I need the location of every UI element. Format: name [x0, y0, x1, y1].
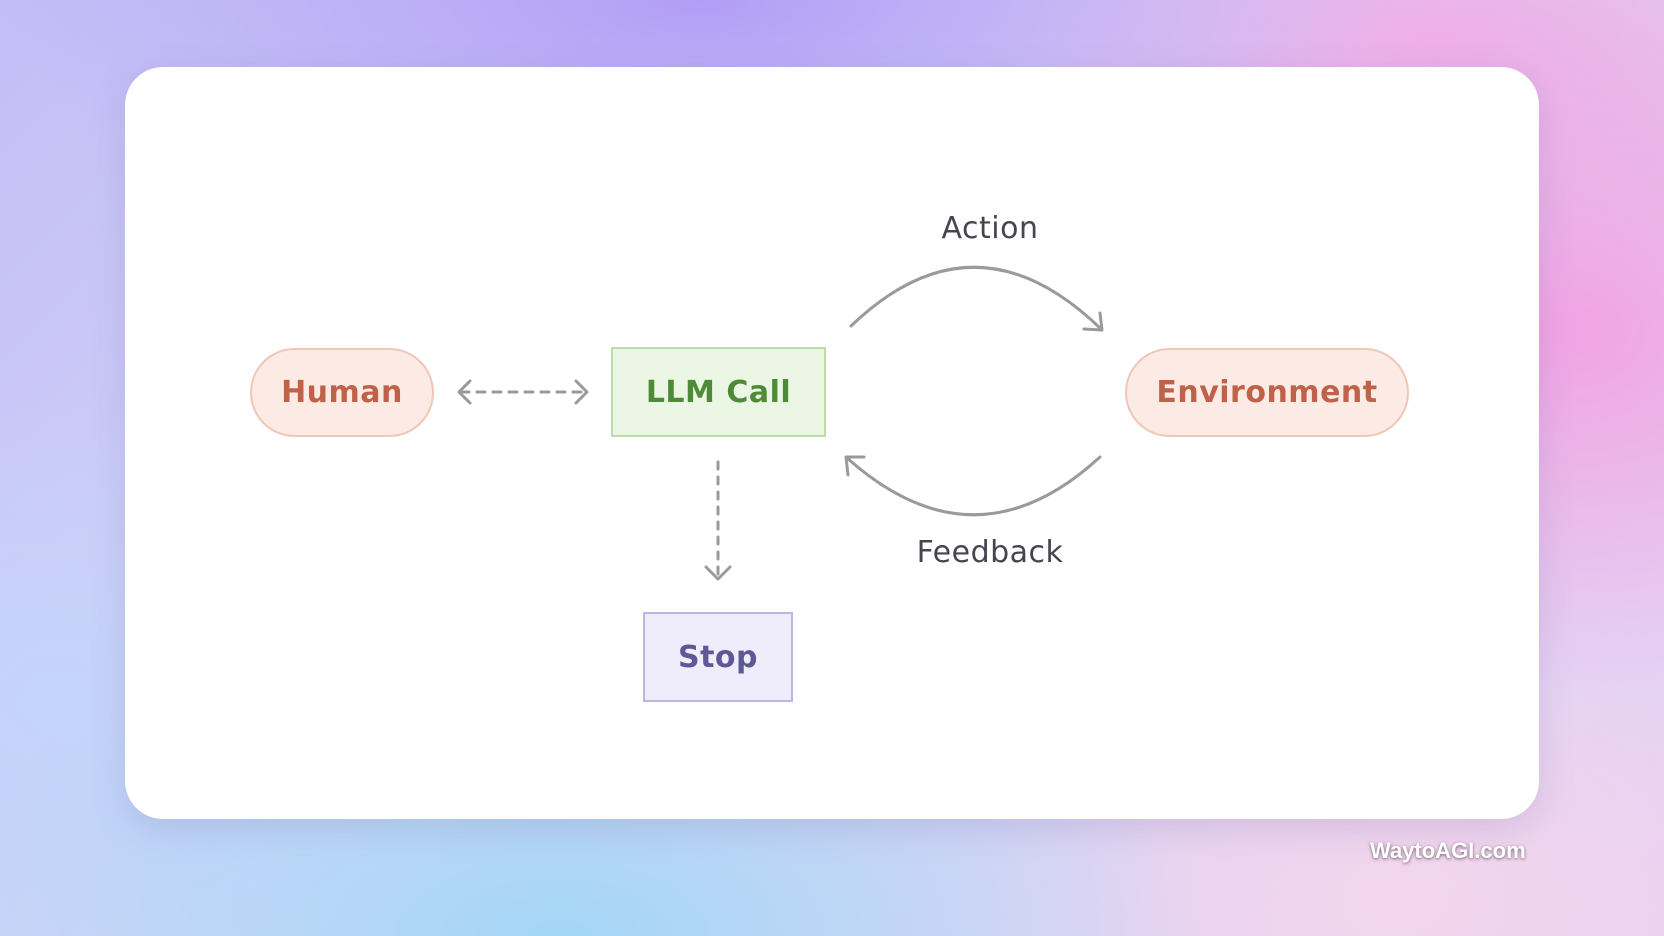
environment-node: Environment — [1125, 348, 1409, 437]
feedback-arrowhead-icon — [844, 455, 866, 477]
llm-call-node: LLM Call — [611, 347, 826, 437]
human-node: Human — [250, 348, 434, 437]
diagram-connectors — [457, 265, 1104, 581]
arrowhead-right-icon — [574, 379, 589, 405]
arrowhead-down-icon — [704, 565, 732, 581]
feedback-label: Feedback — [916, 535, 1064, 570]
diagram-card: Human LLM Call Environment Stop Action F… — [125, 67, 1539, 819]
action-arc — [849, 265, 1103, 331]
human-node-label: Human — [281, 375, 403, 410]
action-arrowhead-icon — [1082, 311, 1104, 332]
feedback-arrow — [844, 455, 1102, 517]
watermark-text: WaytoAGI.com — [1370, 838, 1526, 863]
action-label: Action — [941, 211, 1039, 246]
action-arrow — [849, 265, 1104, 332]
arrowhead-left-icon — [457, 379, 472, 405]
llm-call-node-label: LLM Call — [645, 374, 792, 410]
environment-node-label: Environment — [1156, 375, 1378, 410]
human-llm-arrow — [457, 379, 589, 405]
llm-stop-arrow — [704, 460, 732, 581]
stop-node-label: Stop — [677, 639, 759, 675]
feedback-arc — [845, 455, 1102, 517]
stop-node: Stop — [643, 612, 793, 702]
